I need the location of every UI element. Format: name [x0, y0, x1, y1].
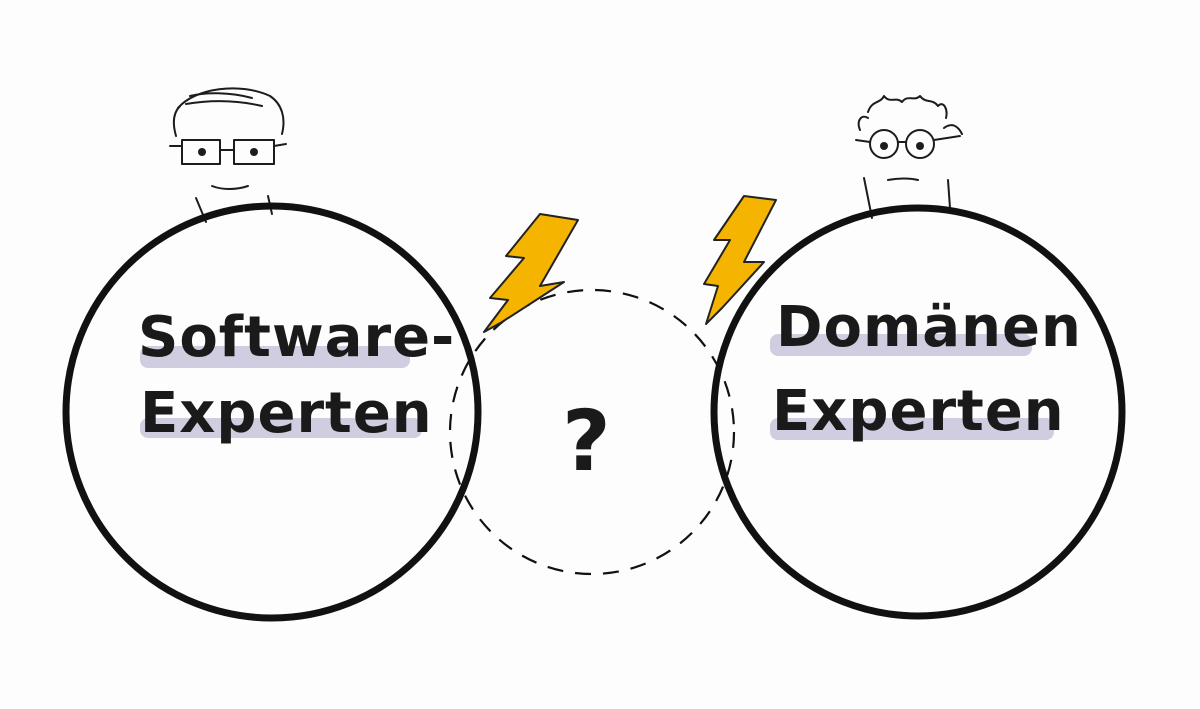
software-label-line1: Software- — [138, 305, 455, 370]
overlap-dashed-circle — [448, 288, 736, 576]
domain-expert-person-icon — [855, 95, 963, 219]
lightning-bolt-right-icon — [703, 195, 777, 325]
highlight-domain-line1 — [770, 334, 1032, 356]
software-experts-circle — [62, 202, 482, 622]
lightning-bolt-left-icon — [483, 213, 579, 333]
highlight-software-line1 — [140, 346, 410, 368]
software-expert-person-icon — [169, 87, 287, 223]
software-label-line2: Experten — [140, 381, 433, 446]
highlight-software-line2 — [140, 418, 422, 438]
domain-label-line2: Experten — [772, 379, 1065, 444]
domain-experts-circle — [710, 204, 1126, 620]
question-mark: ? — [562, 392, 612, 490]
highlight-domain-line2 — [770, 418, 1054, 440]
domain-label-line1: Domänen — [776, 295, 1082, 360]
